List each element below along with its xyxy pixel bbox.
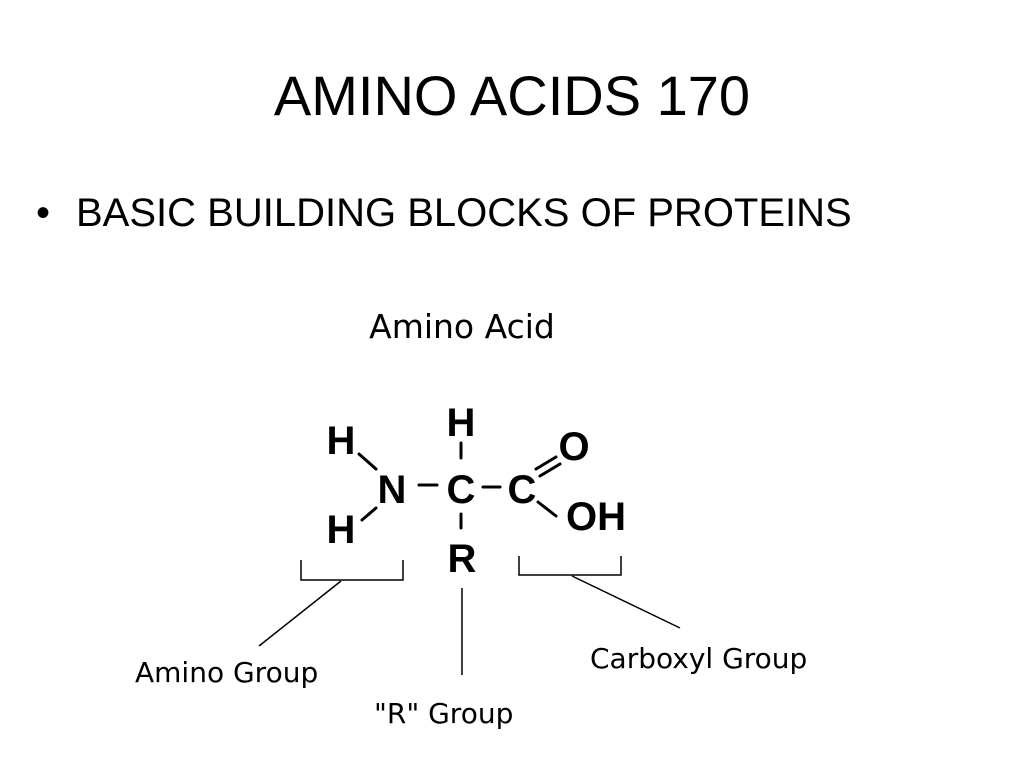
slide-title: AMINO ACIDS 170 [273,64,751,127]
bullet-marker: • [36,191,51,235]
bond-h-n-top [357,452,378,471]
atom-h-amino-top: H [327,419,356,463]
atom-c-carboxyl: C [508,468,537,512]
atom-r-group: R [448,537,477,581]
amino-group-leader [258,580,342,647]
carboxyl-group-bracket [518,556,622,576]
diagram-caption: Amino Acid [369,307,555,346]
bond-c-oh [536,500,558,518]
label-carboxyl-group: Carboxyl Group [590,642,807,675]
bullet-item: • BASIC BUILDING BLOCKS OF PROTEINS [36,188,852,238]
atom-hydroxyl: OH [566,495,626,539]
label-amino-group: Amino Group [135,656,318,689]
atom-h-amino-bottom: H [327,508,356,552]
carboxyl-group-leader [571,575,681,629]
atom-nitrogen: N [378,468,407,512]
bond-c-o-double-1 [534,455,558,471]
atom-c-alpha: C [447,468,476,512]
bond-c-o-double-2 [538,462,562,478]
amino-group-bracket [300,560,404,581]
bullet-text: BASIC BUILDING BLOCKS OF PROTEINS [76,191,852,235]
bond-h-n-bottom [360,506,378,522]
label-r-group: "R" Group [374,697,513,730]
atom-oxygen: O [558,425,589,469]
atom-h-alpha: H [447,401,476,445]
